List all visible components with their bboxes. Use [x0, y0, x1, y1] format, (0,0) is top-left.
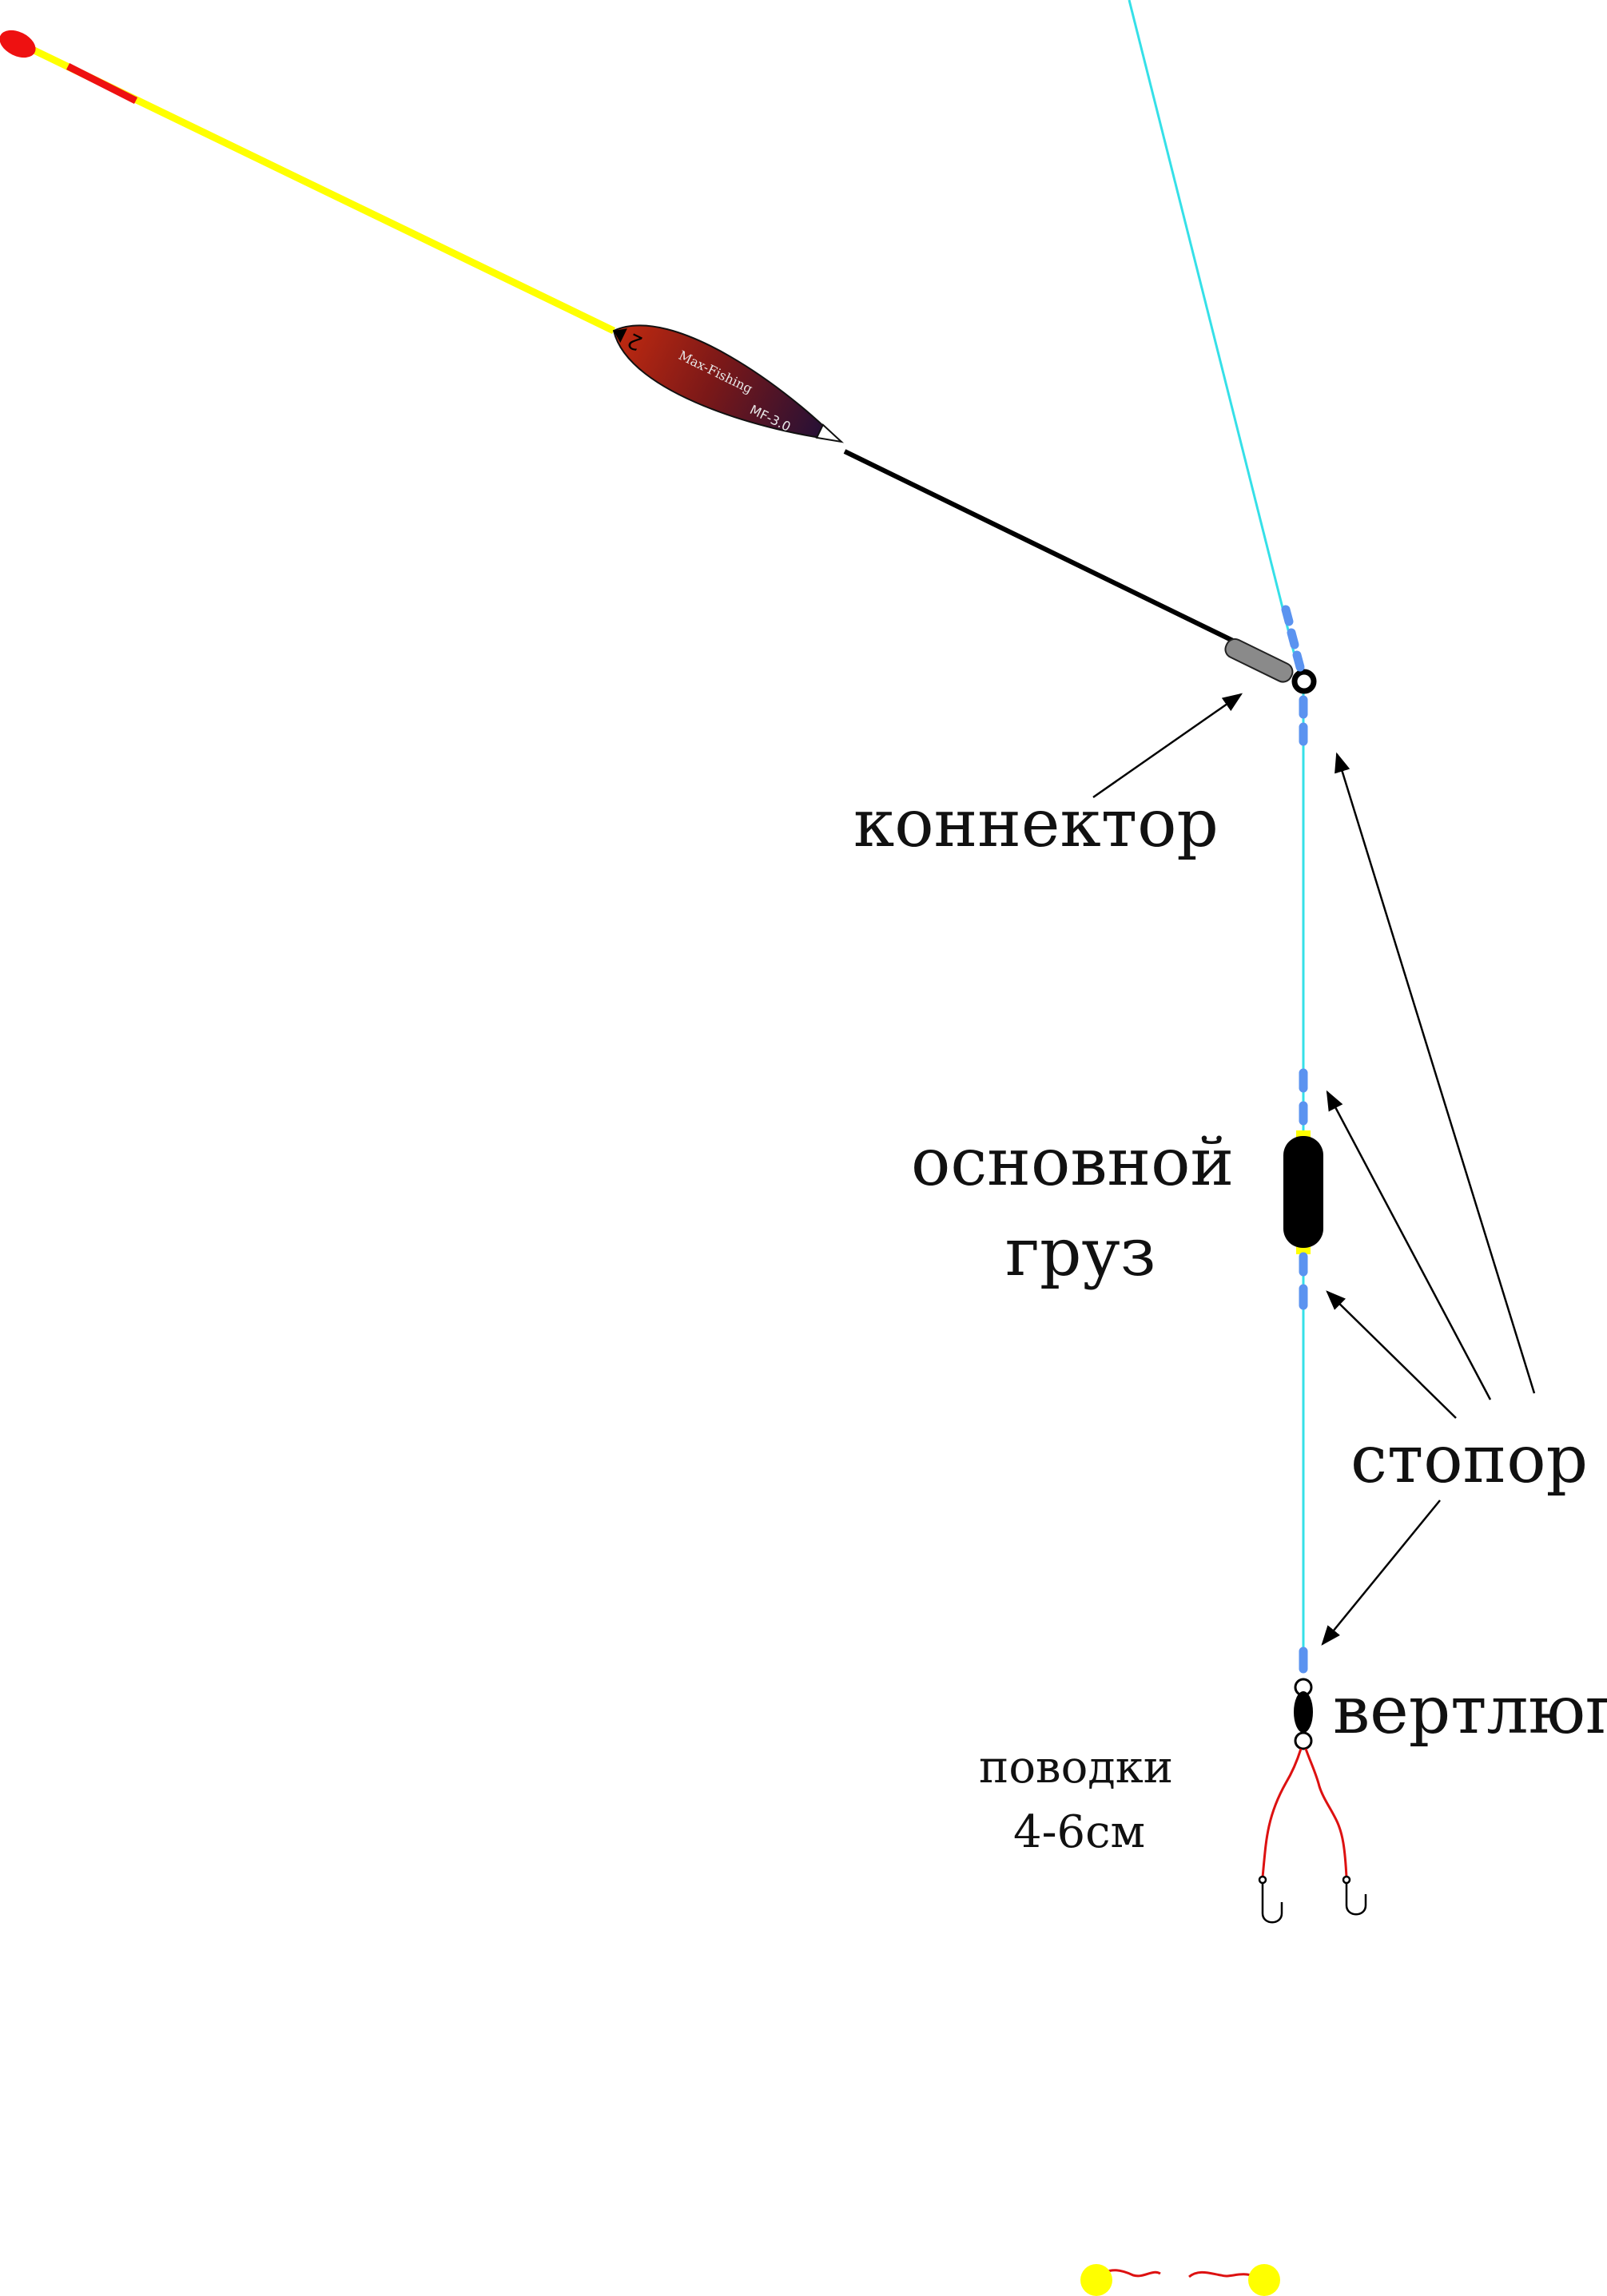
swivel-label: вертлюг [1333, 1673, 1607, 1749]
float-icon: 2 Max-Fishing MF-3.0 [0, 30, 1236, 644]
stopper-arrow-top [1335, 752, 1536, 1394]
float-antenna-red-band [66, 62, 138, 105]
stopper-arrow-weight-upper [1326, 1090, 1492, 1400]
swivel-body [1294, 1691, 1313, 1733]
leaders-label-line2: 4-6см [1013, 1806, 1145, 1858]
connector-ring [1291, 669, 1317, 694]
stopper-bead [1281, 605, 1294, 626]
stopper-bead [1287, 628, 1299, 649]
hook-left [1261, 1883, 1283, 1924]
main-weight [1283, 1136, 1323, 1248]
swivel-icon [1294, 1678, 1313, 1750]
stopper-arrow-swivel [1321, 1500, 1441, 1646]
connector-icon [1224, 638, 1317, 694]
hook-right [1345, 1883, 1367, 1916]
connector-body [1224, 638, 1294, 683]
hook-icon [1258, 1875, 1367, 1924]
float-body [612, 324, 841, 442]
stopper-bead [1292, 650, 1305, 672]
bead [1080, 2264, 1112, 2296]
bead [1248, 2264, 1280, 2296]
connector-arrow [1092, 693, 1243, 799]
main-weight-label-line2: груз [1005, 1215, 1156, 1291]
leader-left [1261, 1748, 1303, 1878]
main-weight-icon [1283, 1130, 1323, 1254]
annotation-arrows [1092, 693, 1536, 1646]
leaders-label-line1: поводки [979, 1742, 1173, 1794]
leaders [1261, 1748, 1348, 1878]
stopper-arrow-weight-lower [1326, 1290, 1457, 1419]
float-antenna-tip [0, 30, 36, 58]
connector-stoppers [1281, 605, 1308, 746]
stopper-label: стопор [1350, 1422, 1588, 1498]
main-weight-label-line1: основной [911, 1125, 1234, 1201]
float-keel [843, 449, 1236, 644]
bead-leader-decoration [1080, 2264, 1280, 2296]
connector-label: коннектор [853, 786, 1219, 862]
leader-right [1304, 1748, 1348, 1878]
main-line-upper [1128, 0, 1303, 681]
